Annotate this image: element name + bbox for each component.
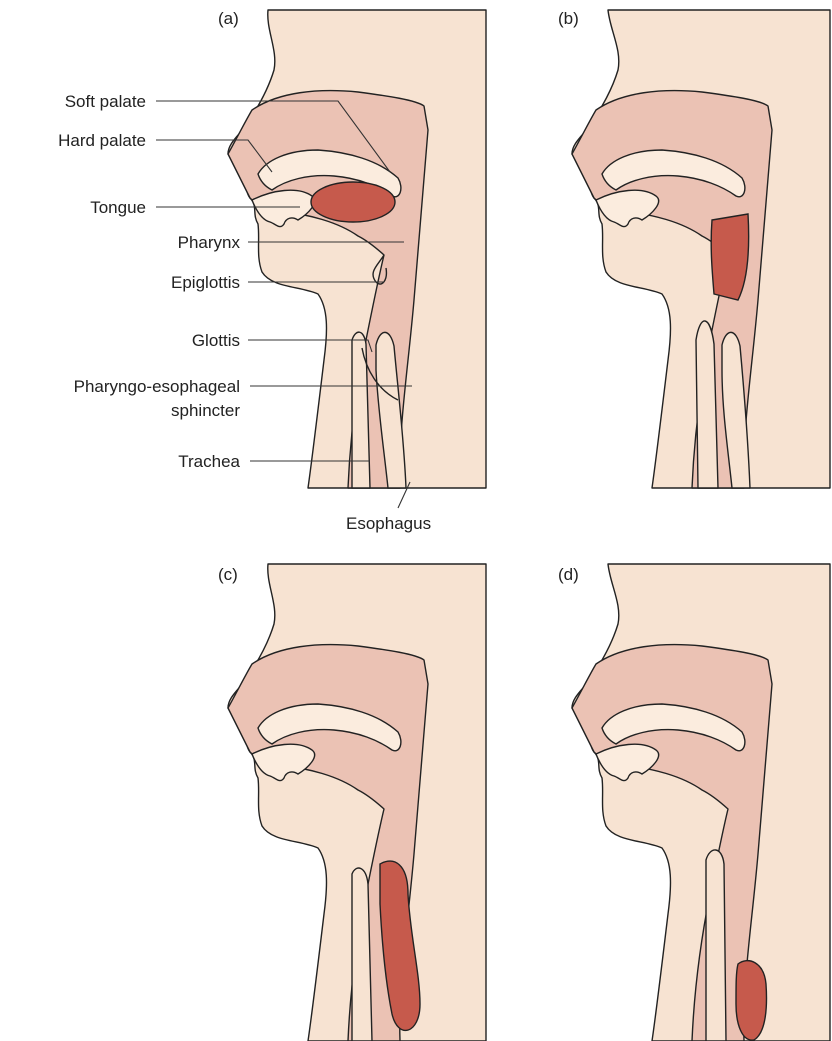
bolus xyxy=(736,961,767,1041)
label-tongue: Tongue xyxy=(90,198,146,217)
panel-b-letter: (b) xyxy=(558,9,579,28)
label-pe-sphincter-line2: sphincter xyxy=(171,401,240,420)
bolus xyxy=(311,182,395,222)
label-epiglottis: Epiglottis xyxy=(171,273,240,292)
panel-a xyxy=(228,10,486,488)
label-esophagus: Esophagus xyxy=(346,514,431,533)
label-soft-palate: Soft palate xyxy=(65,92,146,111)
label-pharynx: Pharynx xyxy=(178,233,241,252)
panel-b xyxy=(572,10,830,488)
panel-a-letter: (a) xyxy=(218,9,239,28)
panel-c xyxy=(228,564,486,1041)
label-glottis: Glottis xyxy=(192,331,240,350)
label-hard-palate: Hard palate xyxy=(58,131,146,150)
bolus xyxy=(711,214,749,300)
panel-d-letter: (d) xyxy=(558,565,579,584)
panel-c-letter: (c) xyxy=(218,565,238,584)
label-trachea: Trachea xyxy=(178,452,240,471)
panel-d xyxy=(572,564,830,1041)
label-pe-sphincter-line1: Pharyngo-esophageal xyxy=(74,377,240,396)
